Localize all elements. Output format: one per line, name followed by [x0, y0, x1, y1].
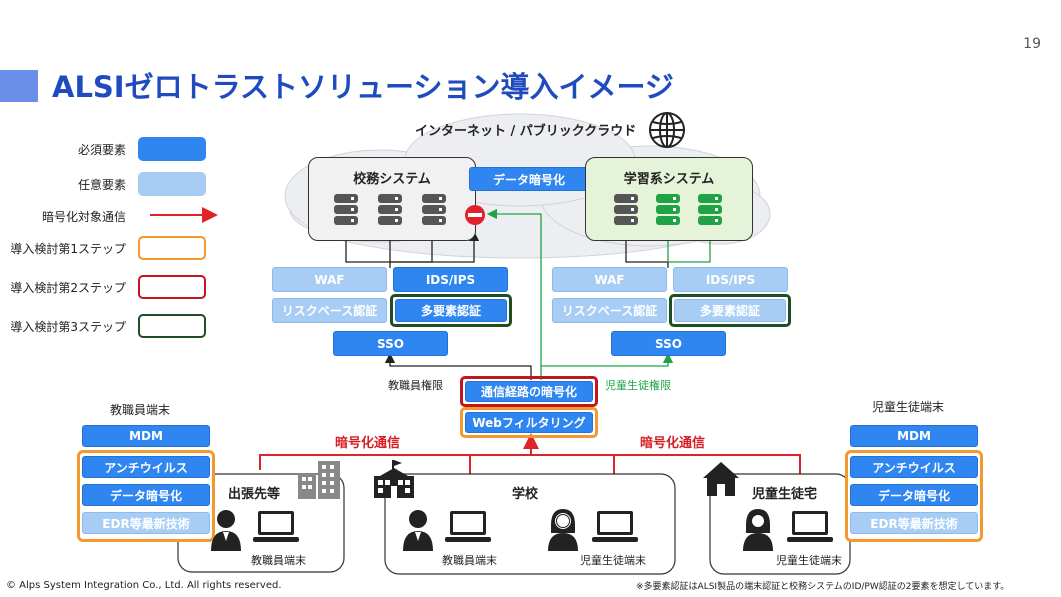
trip-staff-devices — [211, 510, 299, 551]
legend-label: 導入検討第1ステップ — [10, 241, 126, 256]
house-icon — [703, 462, 739, 496]
copyright: © Alps System Integration Co., Ltd. All … — [6, 580, 282, 591]
legend-swatch-optional — [138, 172, 206, 196]
page-number: 19 — [1023, 36, 1041, 52]
legend-optional: 任意要素 — [10, 171, 206, 197]
student-person-icon — [743, 509, 773, 551]
device-label-home-student: 児童生徒端末 — [776, 554, 842, 567]
learning-waf: WAF — [552, 267, 667, 292]
device-label-trip-staff: 教職員端末 — [251, 554, 306, 567]
student-mdm: MDM — [850, 425, 978, 447]
database-icon — [614, 194, 638, 225]
school-db-group — [334, 194, 446, 225]
database-icon — [334, 194, 358, 225]
learning-mfa-step3-frame — [669, 294, 791, 327]
student-permission-label: 児童生徒権限 — [605, 379, 671, 392]
database-icon — [656, 194, 680, 225]
place-school: 学校 — [512, 487, 539, 502]
school-waf: WAF — [272, 267, 387, 292]
legend-swatch-required — [138, 137, 206, 161]
school-building-icon — [374, 460, 414, 498]
school-box — [384, 473, 676, 575]
student-terminal-title: 児童生徒端末 — [872, 400, 945, 414]
staff-person-icon — [211, 510, 241, 551]
laptop-icon — [787, 511, 833, 542]
data-encryption-center: データ暗号化 — [469, 167, 589, 191]
school-sso: SSO — [333, 331, 448, 356]
home-student-devices — [743, 509, 833, 551]
globe-icon — [649, 112, 685, 148]
student-antivirus: アンチウイルス — [850, 456, 978, 478]
learning-risk-auth: リスクベース認証 — [552, 298, 667, 323]
school-student-devices — [548, 509, 638, 551]
student-data-encryption: データ暗号化 — [850, 484, 978, 506]
cloud-label: インターネット / パブリッククラウド — [415, 124, 637, 139]
learning-sso: SSO — [611, 331, 726, 356]
laptop-icon — [253, 511, 299, 542]
no-entry-icon — [465, 205, 485, 225]
laptop-icon — [592, 511, 638, 542]
staff-person-icon — [403, 510, 433, 551]
encrypted-comm-left: 暗号化通信 — [335, 436, 401, 451]
device-label-school-student: 児童生徒端末 — [580, 554, 646, 567]
school-staff-devices — [403, 510, 491, 551]
legend-label: 導入検討第3ステップ — [10, 319, 126, 334]
legend-encrypted: 暗号化対象通信 — [10, 203, 206, 229]
path-encryption-step2-frame — [460, 376, 598, 407]
legend-step1: 導入検討第1ステップ — [10, 235, 206, 261]
legend-required: 必須要素 — [10, 136, 206, 162]
database-icon — [378, 194, 402, 225]
database-icon — [422, 194, 446, 225]
office-building-icon — [298, 461, 340, 499]
staff-edr: EDR等最新技術 — [82, 512, 210, 534]
staff-data-encryption: データ暗号化 — [82, 484, 210, 506]
student-person-icon — [548, 509, 578, 551]
learning-system-title: 学習系システム — [623, 172, 715, 187]
learning-db-group — [614, 194, 722, 225]
title-accent-bar — [0, 70, 38, 102]
device-label-school-staff: 教職員端末 — [442, 554, 497, 567]
school-mfa: 多要素認証 — [395, 299, 507, 322]
legend-step3: 導入検討第3ステップ — [10, 313, 206, 339]
legend-step2: 導入検討第2ステップ — [10, 274, 206, 300]
encrypted-comm-right: 暗号化通信 — [640, 436, 706, 451]
school-risk-auth: リスクベース認証 — [272, 298, 387, 323]
learning-ids-ips: IDS/IPS — [673, 267, 788, 292]
learning-mfa: 多要素認証 — [674, 299, 786, 322]
place-business-trip: 出張先等 — [228, 487, 281, 502]
legend-red-arrow-icon — [138, 204, 206, 228]
staff-mdm: MDM — [82, 425, 210, 447]
laptop-icon — [445, 511, 491, 542]
legend-label: 必須要素 — [77, 142, 126, 157]
school-system-title: 校務システム — [353, 172, 431, 187]
staff-permission-label: 教職員権限 — [388, 379, 443, 392]
web-filtering: Webフィルタリング — [465, 412, 593, 433]
legend-label: 導入検討第2ステップ — [10, 280, 126, 295]
legend-label: 暗号化対象通信 — [41, 209, 126, 224]
school-mfa-step3-frame — [390, 294, 512, 327]
legend-swatch-step3 — [138, 314, 206, 338]
legend-swatch-step1 — [138, 236, 206, 260]
page-title: ALSIゼロトラストソリューション導入イメージ — [52, 70, 674, 104]
legend-swatch-step2 — [138, 275, 206, 299]
web-filter-step1-frame — [460, 407, 598, 438]
legend-label: 任意要素 — [77, 177, 126, 192]
footnote: ※多要素認証はALSI製品の端末認証と校務システムのID/PW認証の2要素を想定… — [636, 582, 1010, 592]
database-icon — [698, 194, 722, 225]
school-ids-ips: IDS/IPS — [393, 267, 508, 292]
staff-antivirus: アンチウイルス — [82, 456, 210, 478]
path-encryption: 通信経路の暗号化 — [465, 381, 593, 402]
staff-terminal-title: 教職員端末 — [110, 403, 171, 417]
place-home: 児童生徒宅 — [752, 487, 818, 502]
student-edr: EDR等最新技術 — [850, 512, 978, 534]
